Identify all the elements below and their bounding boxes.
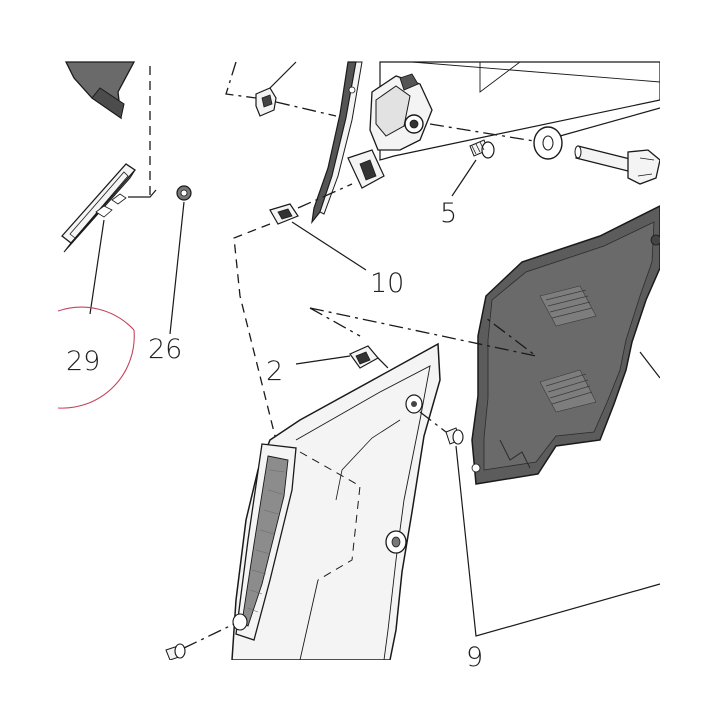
washer[interactable] xyxy=(533,126,563,160)
bracket-clip[interactable] xyxy=(347,149,385,189)
callout-26: 26 xyxy=(148,334,182,365)
screw-bottom-left[interactable] xyxy=(165,643,186,661)
bolt[interactable] xyxy=(574,145,661,185)
crop-mask xyxy=(0,660,720,720)
pillar-trim[interactable] xyxy=(311,61,363,225)
clip-2[interactable] xyxy=(349,345,379,369)
clip-10[interactable] xyxy=(269,203,299,225)
screw-9[interactable] xyxy=(445,427,464,445)
callout-9: 9 xyxy=(466,642,483,673)
clip-26[interactable] xyxy=(176,185,192,201)
callout-5: 5 xyxy=(440,198,457,229)
badge-emblem[interactable] xyxy=(61,163,136,253)
callout-2: 2 xyxy=(266,356,283,387)
callout-10: 10 xyxy=(370,268,404,299)
screw-5[interactable] xyxy=(469,139,495,159)
callout-29: 29 xyxy=(66,346,100,377)
trim-panel-top-left xyxy=(64,61,136,120)
dark-liner-panel[interactable] xyxy=(471,204,662,485)
latch-bracket[interactable] xyxy=(369,61,661,161)
crop-mask-right xyxy=(660,0,720,720)
clip-top[interactable] xyxy=(255,87,277,117)
quarter-trim-panel[interactable] xyxy=(231,342,441,661)
speaker-grille xyxy=(232,443,297,641)
highlight-circle xyxy=(57,306,135,409)
